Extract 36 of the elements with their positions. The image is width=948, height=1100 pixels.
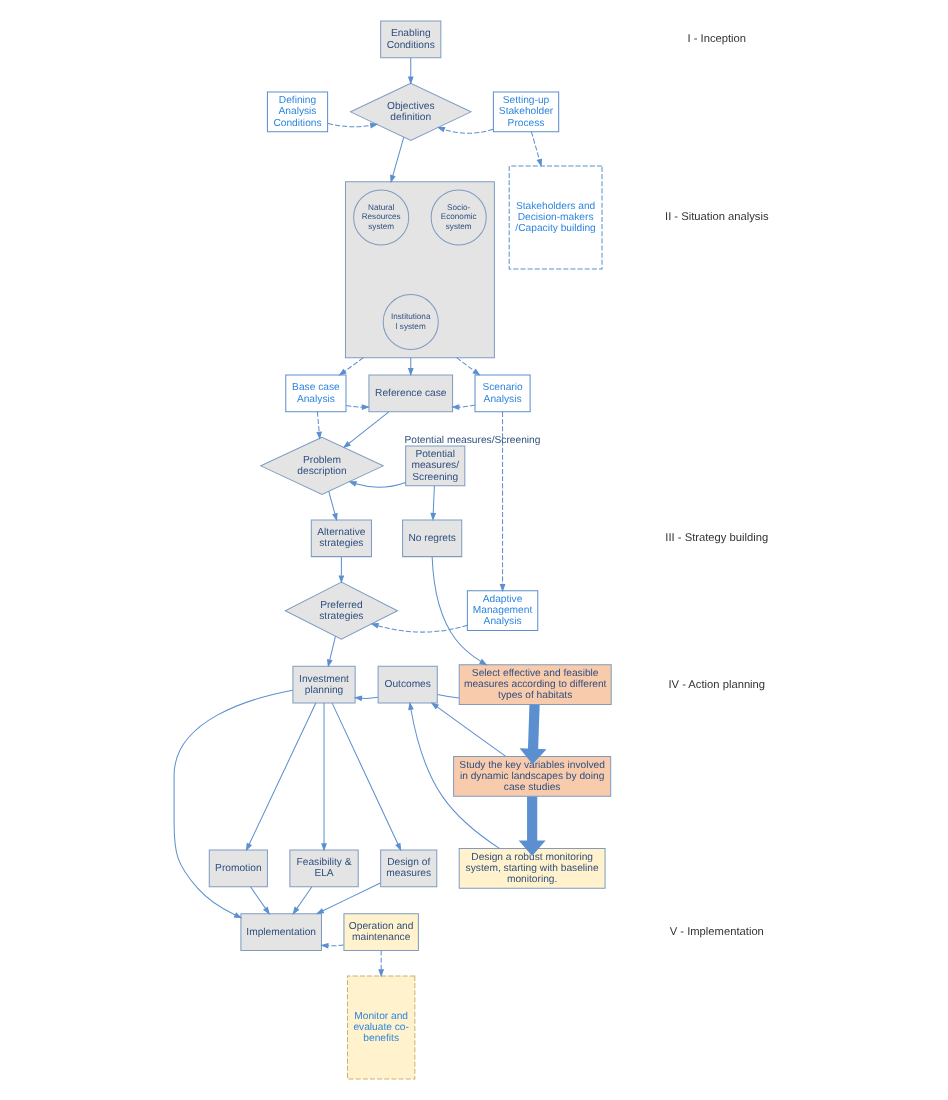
arrow (173, 689, 294, 919)
arrow (436, 126, 494, 134)
cluster (344, 181, 495, 359)
arrow (327, 122, 379, 129)
arrow (378, 950, 385, 978)
arrow (499, 411, 506, 593)
arrow (430, 702, 507, 757)
arrow (530, 131, 543, 168)
arrow (328, 490, 338, 522)
arrow (327, 635, 336, 668)
connector (437, 694, 460, 699)
arrow (342, 411, 390, 449)
arrow (353, 695, 379, 702)
arrow (345, 404, 370, 411)
arrow (407, 57, 414, 85)
arrow (338, 556, 345, 584)
arrow (370, 623, 468, 633)
arrow (292, 886, 313, 915)
arrow (390, 136, 405, 184)
arrow (338, 357, 364, 376)
arrow (250, 886, 271, 915)
arrow (431, 556, 488, 666)
arrow (519, 704, 547, 765)
arrow (407, 357, 414, 377)
arrow (348, 481, 407, 488)
arrow (451, 404, 476, 410)
arrow (331, 702, 402, 852)
arrow (456, 357, 481, 376)
arrow (320, 942, 345, 949)
arrow (408, 701, 500, 849)
arrow (518, 796, 546, 856)
arrow (430, 485, 437, 522)
arrow (245, 702, 317, 852)
arrow (315, 882, 381, 915)
arrow (321, 702, 327, 852)
arrow (316, 411, 322, 440)
